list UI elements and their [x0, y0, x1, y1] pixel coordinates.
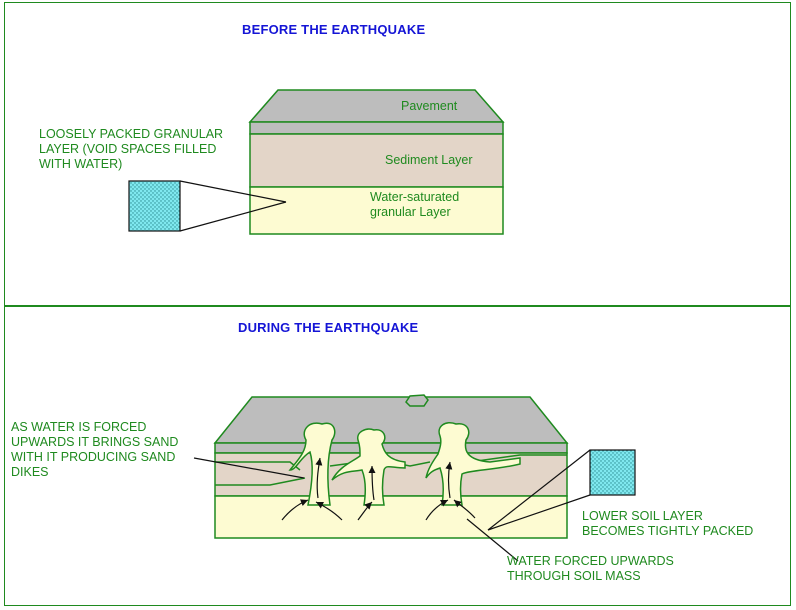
water-arrow [445, 461, 453, 499]
before-granular-layer [249, 186, 504, 235]
during-heading: DURING THE EARTHQUAKE [238, 320, 419, 335]
pavement-label: Pavement [401, 99, 458, 113]
sand-dikes-leader-line [193, 457, 305, 479]
lower-soil-layer-callout: LOWER SOIL LAYER BECOMES TIGHTLY PACKED [582, 509, 754, 538]
before-magnified-sample-box [128, 180, 181, 232]
during-soil-block [213, 394, 569, 539]
during-magnify-line-bottom [487, 494, 591, 531]
sediment-layer-label: Sediment Layer [385, 153, 473, 167]
before-pavement-band [249, 121, 504, 135]
before-heading: BEFORE THE EARTHQUAKE [242, 22, 426, 37]
sand-dike-left [288, 422, 336, 506]
loosely-packed-callout: LOOSELY PACKED GRANULAR LAYER (VOID SPAC… [39, 127, 224, 171]
during-granular-layer [214, 495, 568, 539]
during-magnified-sample-box [589, 449, 636, 496]
sand-dike-right [425, 422, 521, 506]
during-pavement-band [214, 442, 568, 454]
before-sediment-layer [249, 133, 504, 188]
before-pavement-top [248, 89, 505, 123]
water-arrow [357, 501, 373, 521]
water-arrow [315, 501, 343, 521]
water-arrow [453, 499, 476, 519]
water-flow-arrows [281, 457, 476, 521]
water-saturated-layer-label: Water-saturated granular Layer [370, 190, 460, 219]
pavement-debris [405, 394, 429, 407]
water-arrow [425, 499, 449, 521]
during-magnify-line-top [487, 449, 591, 531]
before-soil-block [248, 89, 505, 235]
during-pavement-top [213, 396, 569, 444]
water-forced-leader-line [466, 518, 519, 562]
water-arrow [315, 457, 323, 499]
sand-dikes-callout: AS WATER IS FORCED UPWARDS IT BRINGS SAN… [11, 420, 179, 479]
during-layer-crack [215, 454, 567, 486]
water-forced-upwards-callout: WATER FORCED UPWARDS THROUGH SOIL MASS [507, 554, 674, 583]
before-magnify-line-bottom [179, 201, 287, 232]
water-arrow [368, 465, 376, 501]
before-magnify-line-top [179, 180, 287, 203]
water-arrow [281, 499, 309, 521]
